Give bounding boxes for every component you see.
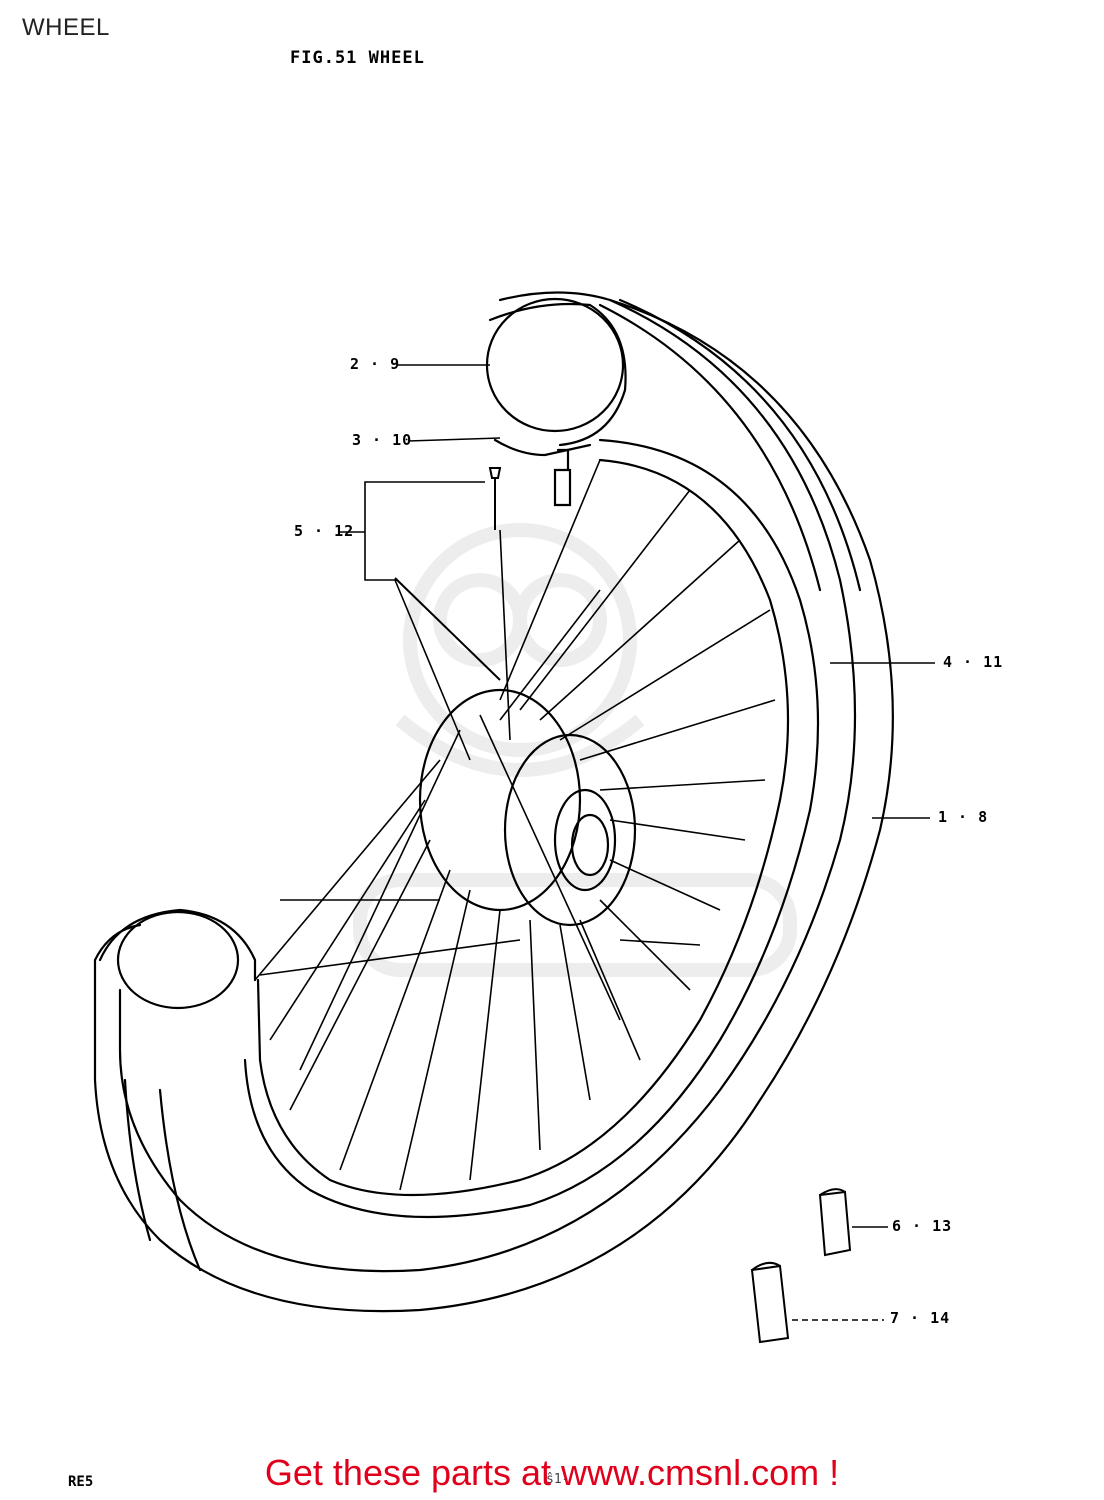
- watermark-logo: [353, 523, 797, 977]
- hub-flange-front: [503, 733, 637, 927]
- rim: [256, 458, 790, 1197]
- callout-7-14: 7 · 14: [890, 1309, 951, 1327]
- callout-2-9: 2 · 9: [350, 355, 401, 373]
- figure-title: FIG.51 WHEEL: [290, 48, 425, 68]
- spoke-nipple-parts: [394, 467, 502, 681]
- callout-6-13: 6 · 13: [892, 1217, 953, 1235]
- callout-5-12: 5 · 12: [294, 522, 355, 540]
- valve: [553, 468, 572, 507]
- leader-lines: [340, 364, 935, 1321]
- tire-section-top: [485, 297, 625, 433]
- rim-band: [493, 438, 592, 457]
- promo-banner-link[interactable]: Get these parts at www.cmsnl.com !: [264, 1452, 840, 1493]
- hub-bearing: [553, 788, 617, 892]
- page-mark: ŝ1-: [546, 1472, 570, 1487]
- callout-4-11: 4 · 11: [943, 653, 1004, 671]
- callout-1-8: 1 · 8: [938, 808, 989, 826]
- model-code: RE5: [68, 1474, 94, 1490]
- tire-outline: [93, 291, 894, 1313]
- rim-lock-parts: [750, 1188, 852, 1344]
- header-label: WHEEL: [22, 14, 110, 41]
- callout-3-10: 3 · 10: [352, 431, 413, 449]
- tire-section-bottom: [116, 910, 240, 1010]
- spokes: [254, 459, 776, 1191]
